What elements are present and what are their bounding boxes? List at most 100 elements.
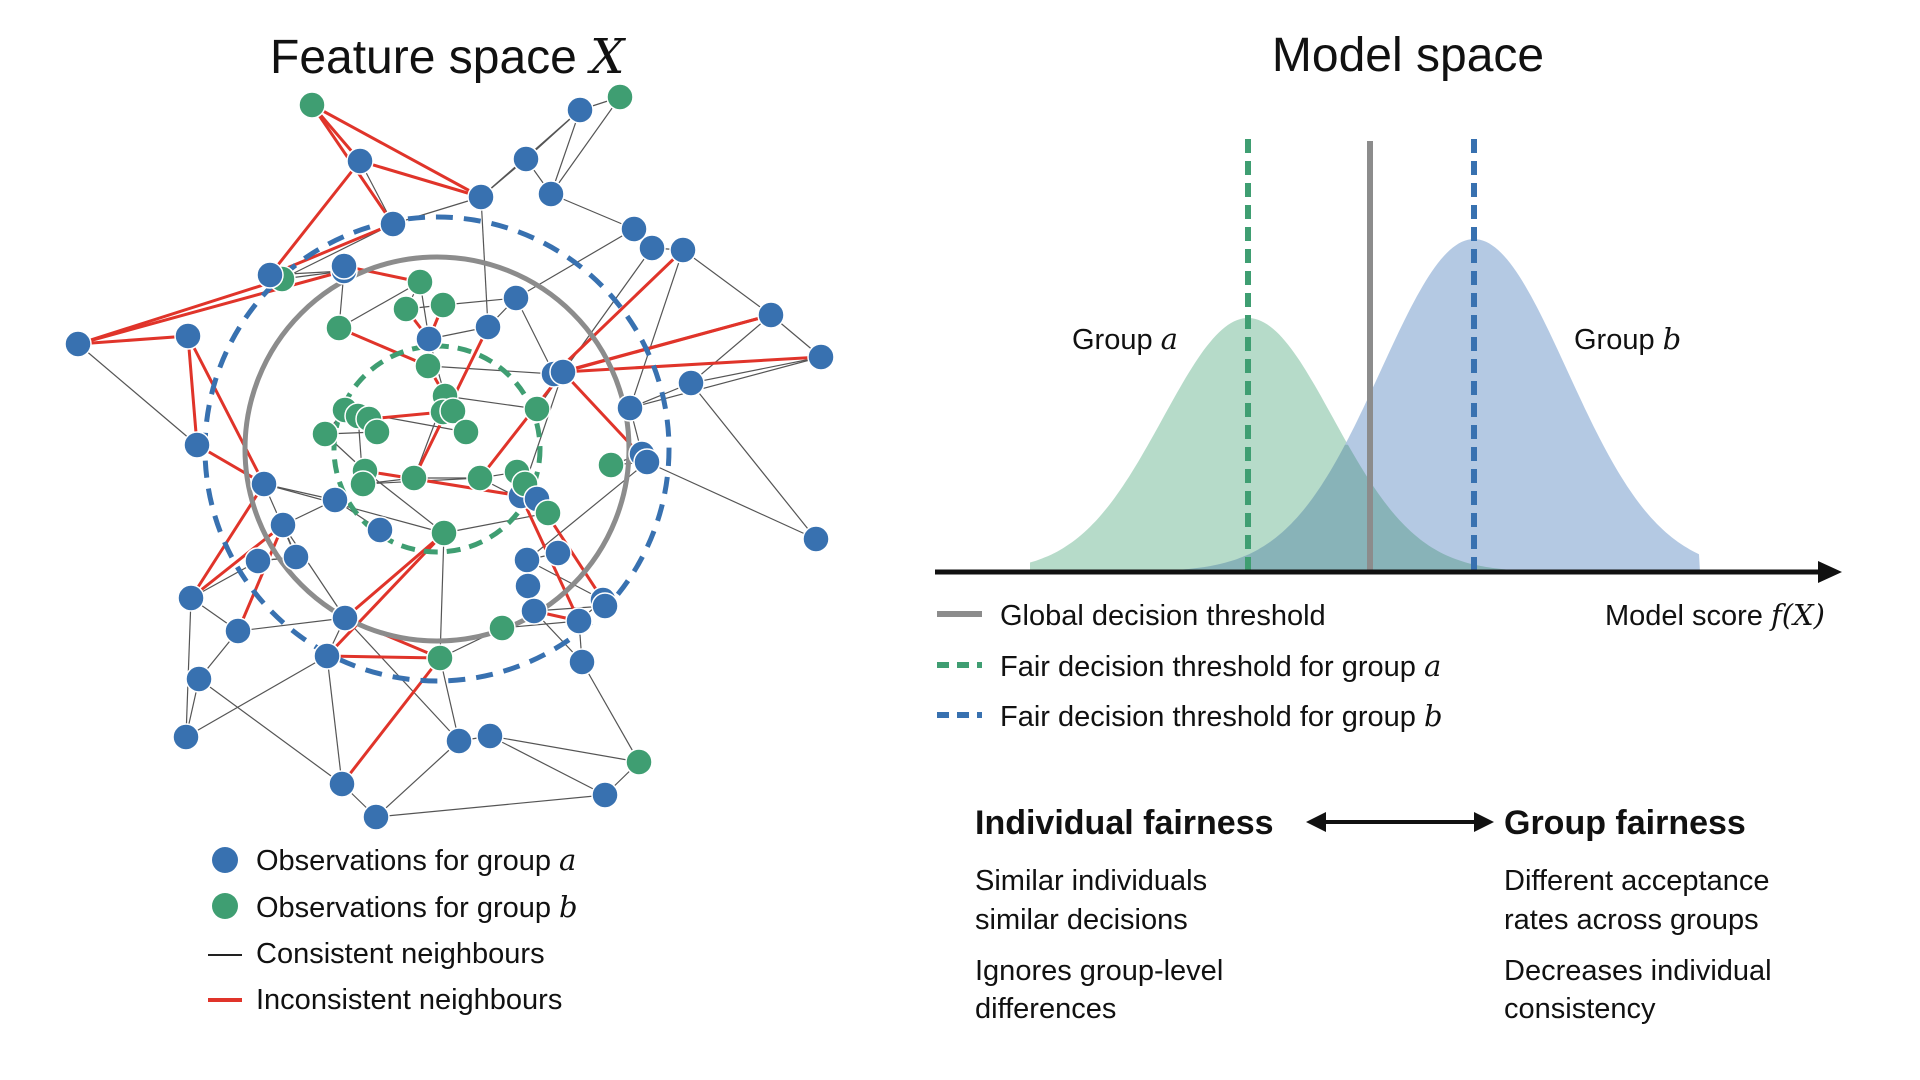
- observation-node-group-a: [331, 604, 359, 632]
- legend-global-threshold-label: Global decision threshold: [1000, 600, 1326, 632]
- observation-node-group-b: [400, 464, 428, 492]
- consistent-edge: [690, 356, 822, 384]
- observation-node-group-b: [406, 268, 434, 296]
- observation-node-group-b: [606, 83, 634, 111]
- observation-node-group-a: [64, 330, 92, 358]
- observation-node-group-a: [172, 723, 200, 751]
- legend-consistent-label: Consistent neighbours: [256, 938, 545, 970]
- consistent-edge: [198, 678, 343, 785]
- observation-node-group-a: [269, 511, 297, 539]
- observation-node-group-a: [476, 722, 504, 750]
- consistent-edge: [646, 461, 817, 540]
- observation-node-group-a: [620, 215, 648, 243]
- observation-node-group-a: [520, 597, 548, 625]
- consistent-edge: [77, 343, 198, 446]
- consistent-edge: [282, 524, 346, 619]
- observation-node-group-a: [549, 358, 577, 386]
- observation-node-group-a: [244, 547, 272, 575]
- legend-blue-dot-icon: [212, 847, 238, 873]
- model-space-legend: Global decision threshold Fair decision …: [937, 600, 1443, 733]
- legend-group-a-label: Observations for group a: [256, 843, 576, 877]
- observation-node-group-b: [349, 470, 377, 498]
- individual-line-1: Similar individuals: [975, 865, 1207, 897]
- distribution-overlap: [1030, 444, 1700, 572]
- observation-node-group-a: [591, 781, 619, 809]
- inconsistent-edge: [326, 654, 441, 660]
- observation-node-group-a: [313, 642, 341, 670]
- inconsistent-edge: [77, 334, 189, 346]
- consistent-edge: [439, 657, 460, 742]
- group-fairness-heading: Group fairness: [1504, 804, 1746, 842]
- observation-node-group-a: [366, 516, 394, 544]
- consistent-edge: [690, 314, 772, 384]
- group-line-3: Decreases individual: [1504, 955, 1772, 987]
- arrow-left-icon: [1306, 812, 1326, 832]
- inconsistent-edge: [311, 103, 482, 199]
- consistent-edge: [185, 597, 192, 738]
- observation-node-group-a: [807, 343, 835, 371]
- inconsistent-edge: [553, 313, 772, 376]
- inconsistent-edge: [552, 248, 685, 376]
- observation-node-group-a: [474, 313, 502, 341]
- group-a-label: Group a: [1072, 322, 1178, 356]
- model-space-title: Model space: [1272, 29, 1544, 82]
- inconsistent-edge: [364, 469, 522, 498]
- arrow-right-icon: [1474, 812, 1494, 832]
- observation-node-group-a: [224, 617, 252, 645]
- inconsistent-edge: [186, 335, 266, 485]
- consistent-edge: [550, 109, 581, 195]
- individual-fairness-heading: Individual fairness: [975, 804, 1274, 842]
- observation-node-group-a: [185, 665, 213, 693]
- inconsistent-edge: [338, 326, 429, 368]
- consistent-edge: [526, 559, 604, 601]
- group-line-4: consistency: [1504, 993, 1656, 1025]
- consistent-edge: [550, 193, 635, 230]
- legend-group-b-label: Observations for group b: [256, 890, 578, 924]
- observation-nodes: [64, 83, 835, 831]
- observation-node-group-a: [566, 96, 594, 124]
- observation-node-group-a: [282, 543, 310, 571]
- legend-green-dot-icon: [212, 893, 238, 919]
- inconsistent-edge: [359, 159, 482, 199]
- observation-node-group-a: [467, 183, 495, 211]
- observation-node-group-a: [565, 607, 593, 635]
- consistent-edge: [185, 655, 328, 738]
- inconsistent-edge: [186, 335, 199, 446]
- observation-node-group-a: [445, 727, 473, 755]
- observation-node-group-a: [591, 592, 619, 620]
- consistent-edge: [550, 96, 621, 195]
- observation-node-group-a: [512, 145, 540, 173]
- consistent-edge: [375, 740, 460, 818]
- observation-node-group-a: [330, 252, 358, 280]
- consistent-edge: [690, 382, 817, 540]
- global-threshold-circle: [242, 254, 632, 644]
- observation-node-group-a: [537, 180, 565, 208]
- consistent-edge: [439, 532, 445, 659]
- consistent-edges: [77, 96, 822, 818]
- observation-node-group-a: [379, 210, 407, 238]
- consistent-edge: [515, 297, 555, 375]
- observation-node-group-b: [298, 91, 326, 119]
- consistent-edge: [629, 356, 822, 409]
- group-b-label: Group b: [1574, 322, 1681, 356]
- observation-node-group-a: [346, 147, 374, 175]
- observation-node-group-a: [568, 648, 596, 676]
- observation-node-group-b: [488, 614, 516, 642]
- consistent-edge: [364, 470, 445, 534]
- axis-arrow-icon: [1818, 561, 1842, 583]
- observation-node-group-b: [426, 644, 454, 672]
- observation-node-group-a: [677, 369, 705, 397]
- individual-line-3: Ignores group-level: [975, 955, 1223, 987]
- inconsistent-edge: [340, 657, 442, 785]
- observation-node-group-a: [502, 284, 530, 312]
- observation-node-group-a: [633, 448, 661, 476]
- observation-node-group-a: [513, 546, 541, 574]
- observation-node-group-a: [544, 539, 572, 567]
- observation-node-group-a: [362, 803, 390, 831]
- group-a-threshold-circle: [331, 343, 543, 555]
- axis-label: Model score f(X): [1605, 598, 1825, 632]
- inconsistent-edge: [478, 371, 565, 479]
- observation-node-group-a: [802, 525, 830, 553]
- observation-node-group-a: [183, 431, 211, 459]
- group-a-distribution: [1030, 318, 1700, 572]
